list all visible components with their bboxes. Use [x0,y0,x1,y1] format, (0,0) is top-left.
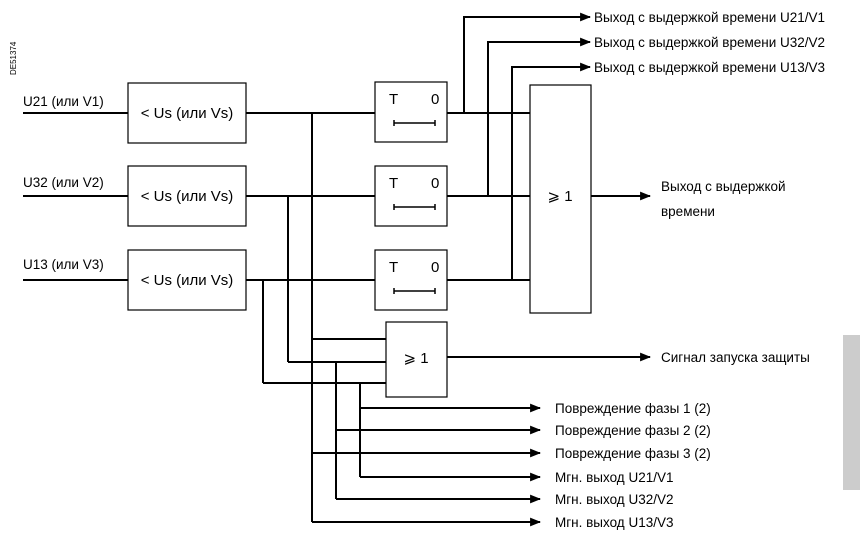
timer-t-3: T [389,259,398,276]
document-code: DE51374 [9,41,18,75]
delayed-out-3-line [511,62,592,280]
delayed-out-1-line [463,12,592,113]
timer-t-1: T [389,91,398,108]
pickup-label: Сигнал запуска защиты [661,350,810,365]
timer-zero-3: 0 [431,259,439,276]
or-gate-delayed-label: ⩾ 1 [547,188,572,205]
input-label-u13: U13 (или V3) [23,257,104,272]
phase-fault-label-1: Повреждение фазы 1 (2) [555,401,711,416]
timer-symbol-1 [393,120,436,126]
comparator-block-3 [127,249,247,311]
comparator-label-1: < Us (или Vs) [141,105,234,122]
phase-fault-label-3: Повреждение фазы 3 (2) [555,446,711,461]
instant-out-label-3: Мгн. выход U13/V3 [555,515,673,530]
comparator-label-3: < Us (или Vs) [141,272,234,289]
instant-out-label-2: Мгн. выход U32/V2 [555,492,673,507]
delayed-out-label-1: Выход с выдержкой времени U21/V1 [594,10,825,25]
or-gate-pickup [385,321,448,398]
input-label-u21: U21 (или V1) [23,94,104,109]
delayed-combined-label-1: Выход с выдержкой [661,179,786,194]
delayed-out-2-line [487,37,592,196]
timer-zero-2: 0 [431,175,439,192]
delayed-out-label-3: Выход с выдержкой времени U13/V3 [594,60,825,75]
or-gate-delayed [529,84,592,314]
comparator-label-2: < Us (или Vs) [141,188,234,205]
delayed-out-label-2: Выход с выдержкой времени U32/V2 [594,35,825,50]
comparator-block-1 [127,82,247,144]
comparator-block-2 [127,165,247,227]
delayed-combined-label-2: времени [661,204,715,219]
phase-fault-label-2: Повреждение фазы 2 (2) [555,423,711,438]
timer-zero-1: 0 [431,91,439,108]
timer-symbol-3 [393,288,436,294]
instant-out-label-1: Мгн. выход U21/V1 [555,470,673,485]
input-label-u32: U32 (или V2) [23,175,104,190]
timer-t-2: T [389,175,398,192]
timer-symbol-2 [393,204,436,210]
timer-block-3 [374,249,448,311]
or-gate-pickup-label: ⩾ 1 [403,350,428,367]
side-tab [843,335,860,490]
